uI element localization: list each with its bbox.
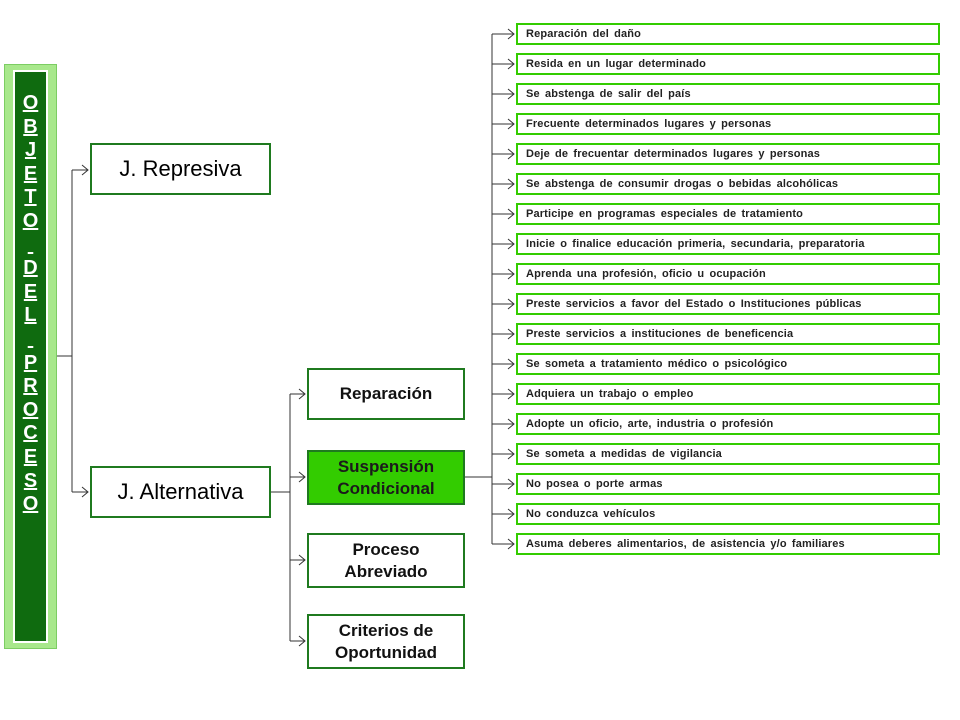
condition-item: Reparación del daño: [516, 23, 940, 45]
objeto-letter: L: [24, 304, 37, 327]
arrow-head: [507, 328, 515, 340]
condition-item: Se someta a medidas de vigilancia: [516, 443, 940, 465]
condition-item: Adopte un oficio, arte, industria o prof…: [516, 413, 940, 435]
condition-item: Asuma deberes alimentarios, de asistenci…: [516, 533, 940, 555]
proceso-abreviado-box: Proceso Abreviado: [307, 533, 465, 588]
arrow-head: [507, 178, 515, 190]
objeto-letter: T: [24, 186, 37, 209]
arrow-head: [298, 471, 306, 483]
arrow-head: [298, 388, 306, 400]
condition-item: Adquiera un trabajo o empleo: [516, 383, 940, 405]
arrow-head: [507, 358, 515, 370]
arrow-head: [507, 28, 515, 40]
arrow-head: [81, 164, 89, 176]
objeto-letter: E: [23, 162, 38, 185]
objeto-letter: E: [23, 280, 38, 303]
objeto-letter: [23, 328, 39, 352]
condition-item: Resida en un lugar determinado: [516, 53, 940, 75]
suspension-condicional-box: Suspensión Condicional: [307, 450, 465, 505]
arrow-head: [507, 238, 515, 250]
arrow-head: [507, 148, 515, 160]
objeto-letter: O: [22, 398, 39, 421]
arrow-head: [507, 88, 515, 100]
condition-item: Se abstenga de consumir drogas o bebidas…: [516, 173, 940, 195]
arrow-head: [507, 448, 515, 460]
arrow-head: [507, 538, 515, 550]
condition-item: Se someta a tratamiento médico o psicoló…: [516, 353, 940, 375]
arrow-head: [298, 635, 306, 647]
j-alternativa-box: J. Alternativa: [90, 466, 271, 518]
objeto-letter: R: [23, 375, 38, 398]
condition-item: Preste servicios a favor del Estado o In…: [516, 293, 940, 315]
reparacion-box: Reparación: [307, 368, 465, 420]
objeto-letter: [23, 234, 39, 258]
objeto-letter: O: [22, 209, 39, 232]
arrow-head: [507, 208, 515, 220]
arrow-head: [507, 268, 515, 280]
arrow-head: [81, 486, 89, 498]
objeto-letter: S: [23, 469, 38, 492]
condition-item: Aprenda una profesión, oficio u ocupació…: [516, 263, 940, 285]
objeto-letter: O: [22, 493, 39, 516]
arrow-head: [507, 388, 515, 400]
arrow-head: [298, 554, 306, 566]
condition-item: Se abstenga de salir del país: [516, 83, 940, 105]
arrow-head: [507, 298, 515, 310]
objeto-letter: J: [24, 139, 37, 162]
criterios-oportunidad-box: Criterios de Oportunidad: [307, 614, 465, 669]
condition-item: Frecuente determinados lugares y persona…: [516, 113, 940, 135]
objeto-letter: B: [23, 115, 38, 138]
arrow-head: [507, 418, 515, 430]
arrow-head: [507, 508, 515, 520]
condition-item: No conduzca vehículos: [516, 503, 940, 525]
condition-item: Participe en programas especiales de tra…: [516, 203, 940, 225]
condition-item: No posea o porte armas: [516, 473, 940, 495]
condition-item: Inicie o finalice educación primeria, se…: [516, 233, 940, 255]
objeto-letter: P: [23, 351, 38, 374]
objeto-letter: D: [23, 257, 38, 280]
objeto-letter: E: [23, 445, 38, 468]
condition-item: Deje de frecuentar determinados lugares …: [516, 143, 940, 165]
arrow-head: [507, 478, 515, 490]
objeto-letter: O: [22, 92, 39, 114]
j-represiva-box: J. Represiva: [90, 143, 271, 195]
objeto-letter: C: [23, 422, 38, 445]
arrow-head: [507, 118, 515, 130]
condition-item: Preste servicios a instituciones de bene…: [516, 323, 940, 345]
arrow-head: [507, 58, 515, 70]
